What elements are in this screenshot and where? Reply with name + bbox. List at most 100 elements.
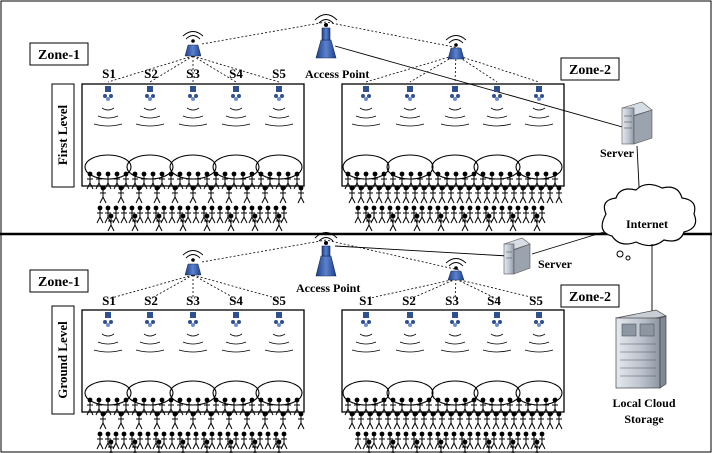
person-icon bbox=[483, 185, 491, 204]
person-icon bbox=[452, 397, 460, 416]
person-icon bbox=[99, 411, 107, 430]
access-point-label: Access Point bbox=[305, 67, 369, 81]
person-icon bbox=[490, 431, 498, 450]
zone1-label: Zone-1 bbox=[38, 275, 80, 290]
person-icon bbox=[414, 439, 420, 453]
person-icon bbox=[248, 205, 256, 224]
wireless-links-ground bbox=[107, 239, 540, 300]
motion-wave bbox=[399, 341, 421, 345]
motion-wave bbox=[440, 123, 470, 127]
zone2-room bbox=[341, 83, 565, 187]
person-icon bbox=[488, 171, 496, 190]
person-icon bbox=[386, 205, 394, 224]
person-icon bbox=[120, 205, 128, 224]
sensor-label-s4: S4 bbox=[487, 293, 501, 308]
person-icon bbox=[248, 397, 256, 416]
person-icon bbox=[362, 205, 370, 224]
person-icon bbox=[280, 205, 288, 224]
sensor-label-s3: S3 bbox=[186, 293, 200, 308]
person-icon bbox=[203, 213, 211, 232]
person-icon bbox=[153, 411, 161, 430]
person-icon bbox=[212, 397, 220, 416]
person-icon bbox=[371, 397, 379, 416]
motion-wave bbox=[268, 341, 290, 345]
person-icon bbox=[420, 411, 428, 430]
motion-wave bbox=[359, 107, 373, 111]
person-icon bbox=[122, 397, 130, 416]
person-icon bbox=[365, 213, 373, 232]
motion-sensor-icon bbox=[450, 312, 460, 327]
person-icon bbox=[189, 185, 197, 204]
person-icon bbox=[95, 171, 103, 190]
person-icon bbox=[221, 171, 229, 190]
person-icon bbox=[200, 205, 208, 224]
person-icon bbox=[160, 431, 168, 450]
person-icon bbox=[104, 205, 112, 224]
person-icon bbox=[438, 411, 446, 430]
access-point-label: Access Point bbox=[296, 281, 360, 295]
person-icon bbox=[140, 397, 148, 416]
person-icon bbox=[506, 171, 514, 190]
person-icon bbox=[297, 411, 305, 430]
person-icon bbox=[533, 213, 541, 232]
person-icon bbox=[158, 397, 166, 416]
detection-zone bbox=[473, 154, 521, 180]
person-icon bbox=[461, 213, 469, 232]
person-icon bbox=[354, 205, 362, 224]
person-icon bbox=[474, 411, 482, 430]
person-icon bbox=[514, 431, 522, 450]
person-icon bbox=[276, 439, 282, 453]
person-icon bbox=[389, 213, 397, 232]
sensor-label-s5: S5 bbox=[272, 66, 286, 81]
person-icon bbox=[462, 439, 468, 453]
motion-sensor-icon bbox=[231, 86, 241, 101]
person-icon bbox=[86, 171, 94, 190]
person-icon bbox=[442, 205, 450, 224]
person-icon bbox=[176, 397, 184, 416]
person-icon bbox=[555, 411, 563, 430]
person-icon bbox=[443, 171, 451, 190]
person-icon bbox=[425, 171, 433, 190]
person-icon bbox=[497, 171, 505, 190]
person-icon bbox=[522, 431, 530, 450]
person-icon bbox=[380, 397, 388, 416]
person-icon bbox=[194, 397, 202, 416]
motion-wave bbox=[135, 123, 165, 127]
motion-sensor-icon bbox=[405, 312, 415, 327]
person-icon bbox=[524, 171, 532, 190]
person-icon bbox=[443, 397, 451, 416]
person-icon bbox=[425, 397, 433, 416]
sensor-label-s4: S4 bbox=[229, 293, 243, 308]
person-icon bbox=[353, 171, 361, 190]
sensor-label-s3: S3 bbox=[445, 293, 459, 308]
person-icon bbox=[378, 205, 386, 224]
motion-wave bbox=[272, 107, 286, 111]
person-icon bbox=[434, 397, 442, 416]
first-floor-occupants bbox=[86, 171, 563, 232]
person-icon bbox=[418, 431, 426, 450]
motion-sensor-icon bbox=[188, 312, 198, 327]
motion-wave bbox=[182, 341, 204, 345]
person-icon bbox=[131, 171, 139, 190]
person-icon bbox=[225, 411, 233, 430]
person-icon bbox=[207, 185, 215, 204]
person-icon bbox=[240, 431, 248, 450]
person-icon bbox=[458, 205, 466, 224]
person-icon bbox=[537, 185, 545, 204]
zone2-router-icon bbox=[445, 258, 467, 281]
person-icon bbox=[534, 439, 540, 453]
person-icon bbox=[366, 411, 374, 430]
person-icon bbox=[207, 411, 215, 430]
ap-to-ground-server-link bbox=[334, 245, 509, 257]
person-icon bbox=[497, 397, 505, 416]
person-icon bbox=[112, 205, 120, 224]
person-icon bbox=[204, 439, 210, 453]
person-icon bbox=[232, 205, 240, 224]
person-icon bbox=[264, 205, 272, 224]
first-floor-motion-waves bbox=[93, 107, 554, 127]
person-icon bbox=[167, 397, 175, 416]
motion-wave bbox=[440, 349, 470, 353]
internet-cloud-icon bbox=[601, 183, 697, 261]
motion-wave bbox=[486, 341, 508, 345]
person-icon bbox=[506, 397, 514, 416]
